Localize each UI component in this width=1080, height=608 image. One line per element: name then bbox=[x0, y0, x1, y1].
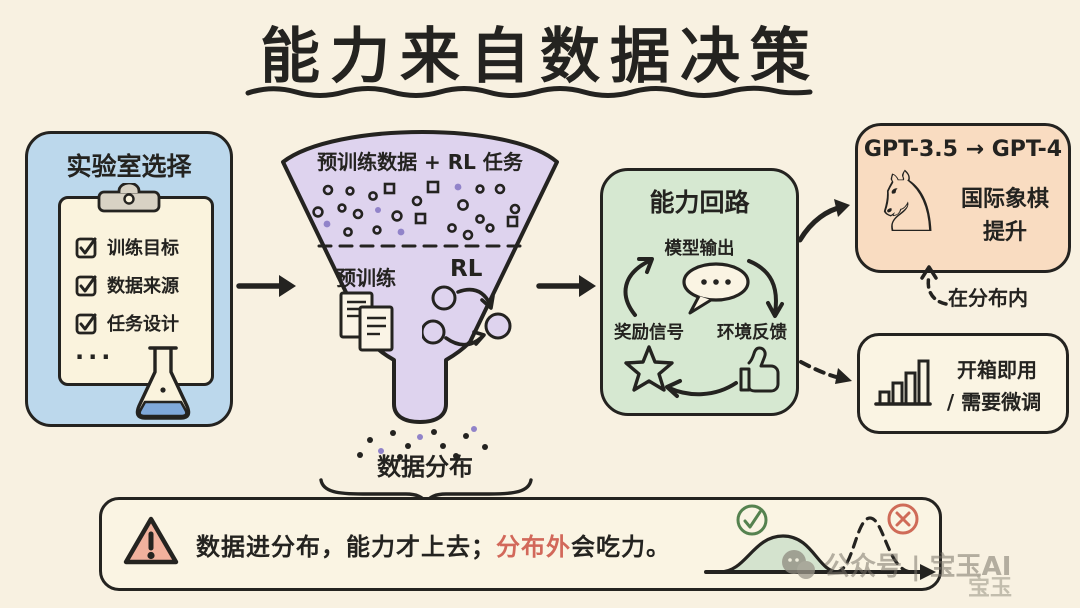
banner-text-before: 数据进分布，能力才上去； bbox=[196, 533, 496, 561]
checklist-item: 训练目标 bbox=[75, 235, 215, 259]
checkbox-checked-icon bbox=[75, 275, 97, 296]
clipboard: 训练目标 数据来源 任务设计 ... bbox=[58, 196, 214, 386]
title-underline bbox=[245, 85, 813, 98]
rl-cycle-icon bbox=[422, 285, 512, 347]
chess-caption-line1: 国际象棋 bbox=[960, 187, 1049, 212]
watermark-text: 公众号 | 宝玉AI bbox=[824, 552, 1012, 582]
reward-signal-label: 奖励信号 bbox=[614, 323, 684, 343]
chess-caption-line2: 提升 bbox=[982, 220, 1027, 245]
rl-label: RL bbox=[450, 256, 483, 282]
data-distribution-label: 数据分布 bbox=[377, 453, 473, 481]
lab-selection-box: 实验室选择 训练目标 数据来源 任务设计 ... bbox=[25, 131, 233, 427]
lab-box-title: 实验室选择 bbox=[66, 152, 192, 181]
pretrain-label: 预训练 bbox=[336, 266, 396, 290]
checklist-item-label: 任务设计 bbox=[107, 314, 179, 335]
capability-loop-box: 能力回路 模型输出 奖励信号 环境反馈 bbox=[600, 168, 799, 416]
ootb-line2: / 需要微调 bbox=[946, 390, 1042, 414]
falling-dots bbox=[357, 426, 488, 460]
banner-text-after: 会吃力。 bbox=[571, 533, 671, 561]
arrow-up-right-icon bbox=[797, 199, 850, 243]
gpt-header: GPT-3.5 → GPT-4 bbox=[863, 137, 1063, 162]
banner-message: 数据进分布，能力才上去；分布外会吃力。 bbox=[196, 527, 671, 562]
documents-icon bbox=[339, 291, 394, 352]
in-distribution-label: 在分布内 bbox=[948, 286, 1028, 310]
flask-icon bbox=[135, 346, 191, 420]
watermark-secondary: 宝玉 bbox=[968, 576, 1013, 601]
out-of-box-box: 开箱即用 / 需要微调 bbox=[857, 333, 1069, 434]
warning-triangle-icon bbox=[123, 516, 179, 565]
wechat-icon bbox=[782, 549, 815, 579]
model-output-label: 模型输出 bbox=[664, 239, 735, 259]
dashed-arrow-right-icon bbox=[799, 360, 852, 384]
clipboard-clip-icon bbox=[97, 183, 161, 213]
data-points bbox=[312, 180, 521, 241]
loop-box-title: 能力回路 bbox=[649, 188, 750, 217]
funnel-title: 预训练数据 + RL 任务 bbox=[317, 150, 523, 174]
bar-chart-icon bbox=[874, 359, 932, 406]
data-points-purple bbox=[323, 183, 462, 236]
watermark: 公众号 | 宝玉AI bbox=[780, 546, 1011, 583]
chess-knight-icon: ♘ bbox=[870, 153, 946, 251]
arrow-right-icon bbox=[536, 275, 596, 297]
speech-bubble-icon bbox=[682, 262, 750, 315]
chess-improvement-box: GPT-3.5 → GPT-4 ♘ 国际象棋 提升 bbox=[855, 123, 1071, 273]
thumbs-up-icon bbox=[739, 346, 780, 393]
checklist-ellipsis: ... bbox=[75, 337, 115, 365]
banner-text-highlight: 分布外 bbox=[496, 533, 571, 561]
env-feedback-label: 环境反馈 bbox=[717, 323, 787, 343]
checklist-item-label: 数据来源 bbox=[107, 276, 179, 297]
arrow-right-icon bbox=[236, 275, 296, 297]
checkbox-checked-icon bbox=[75, 313, 97, 334]
check-circle-icon bbox=[736, 504, 768, 536]
x-circle-icon bbox=[887, 503, 919, 535]
star-icon bbox=[624, 345, 674, 392]
ootb-line1: 开箱即用 bbox=[957, 358, 1037, 382]
page-title: 能力来自数据决策 bbox=[260, 22, 820, 92]
dashed-arrow-up-icon bbox=[920, 265, 948, 306]
loop-arrows bbox=[623, 257, 784, 398]
checklist-item-label: 训练目标 bbox=[107, 238, 179, 259]
checklist-item: 任务设计 bbox=[75, 311, 215, 335]
funnel-shape bbox=[281, 130, 559, 424]
checkbox-checked-icon bbox=[75, 237, 97, 258]
checklist-item: 数据来源 bbox=[75, 273, 215, 297]
